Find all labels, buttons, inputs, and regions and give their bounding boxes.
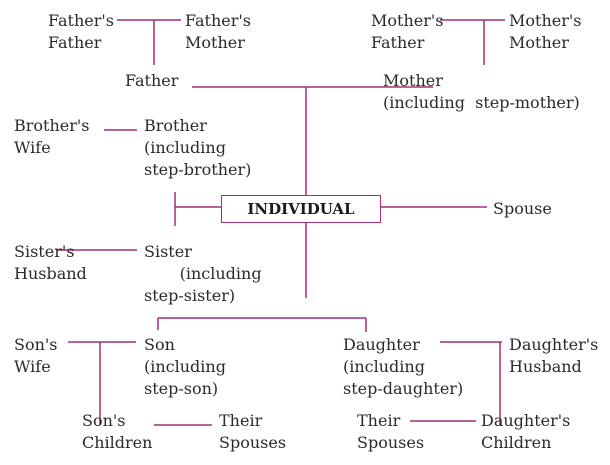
- node-individual: INDIVIDUAL: [221, 195, 381, 223]
- node-daughters-husband: Daughter's Husband: [509, 335, 599, 376]
- node-father: Father: [125, 71, 179, 90]
- node-sons-children: Son's Children: [82, 411, 153, 452]
- node-brother: Brother (including step-brother): [144, 116, 252, 179]
- node-brothers-wife: Brother's Wife: [14, 116, 90, 157]
- node-mother: Mother (including step-mother): [383, 71, 580, 112]
- node-sons-wife: Son's Wife: [14, 335, 58, 376]
- node-spouse: Spouse: [493, 199, 552, 218]
- node-sister: Sister (including step-sister): [144, 242, 262, 305]
- node-sisters-husband: Sister's Husband: [14, 242, 87, 283]
- node-daughters-children: Daughter's Children: [481, 411, 571, 452]
- node-mothers-father: Mother's Father: [371, 11, 444, 52]
- node-fathers-mother: Father's Mother: [185, 11, 252, 52]
- node-their-spouses-left: Their Spouses: [219, 411, 287, 452]
- node-fathers-father: Father's Father: [48, 11, 115, 52]
- node-mothers-mother: Mother's Mother: [509, 11, 582, 52]
- node-son: Son (including step-son): [144, 335, 226, 398]
- node-daughter: Daughter (including step-daughter): [343, 335, 464, 398]
- node-their-spouses-right: Their Spouses: [357, 411, 425, 452]
